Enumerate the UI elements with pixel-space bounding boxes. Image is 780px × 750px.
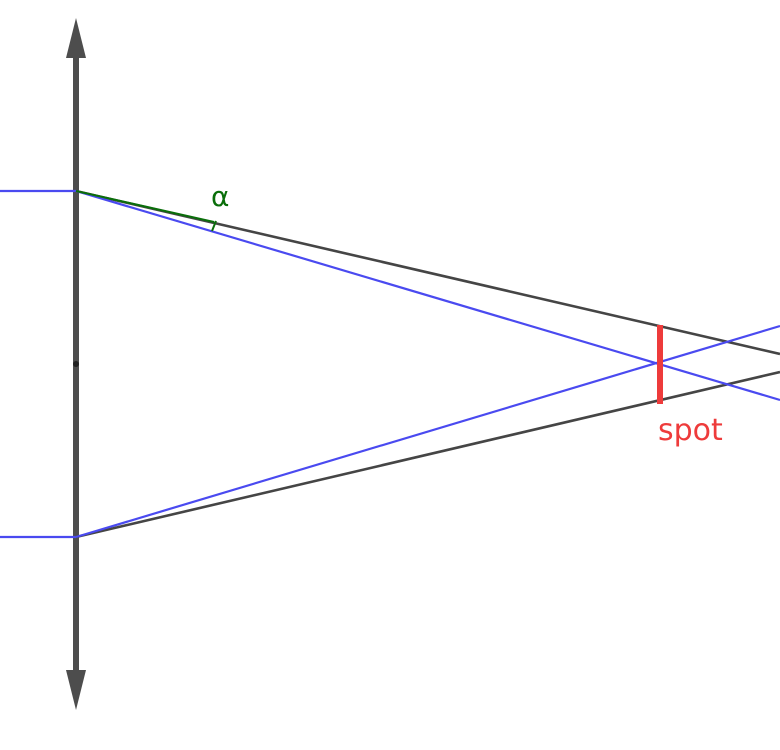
lens-center-point	[73, 361, 79, 367]
spot-label: spot	[658, 413, 723, 448]
reference-ray-bottom	[75, 370, 780, 539]
refracted-ray-top	[75, 189, 780, 402]
angle-alpha-leg	[75, 190, 215, 223]
lens-arrow-top	[66, 18, 86, 58]
angle-alpha-arc	[211, 220, 217, 232]
angle-alpha-label: α	[211, 180, 229, 213]
lens-arrow-bottom	[66, 670, 86, 710]
